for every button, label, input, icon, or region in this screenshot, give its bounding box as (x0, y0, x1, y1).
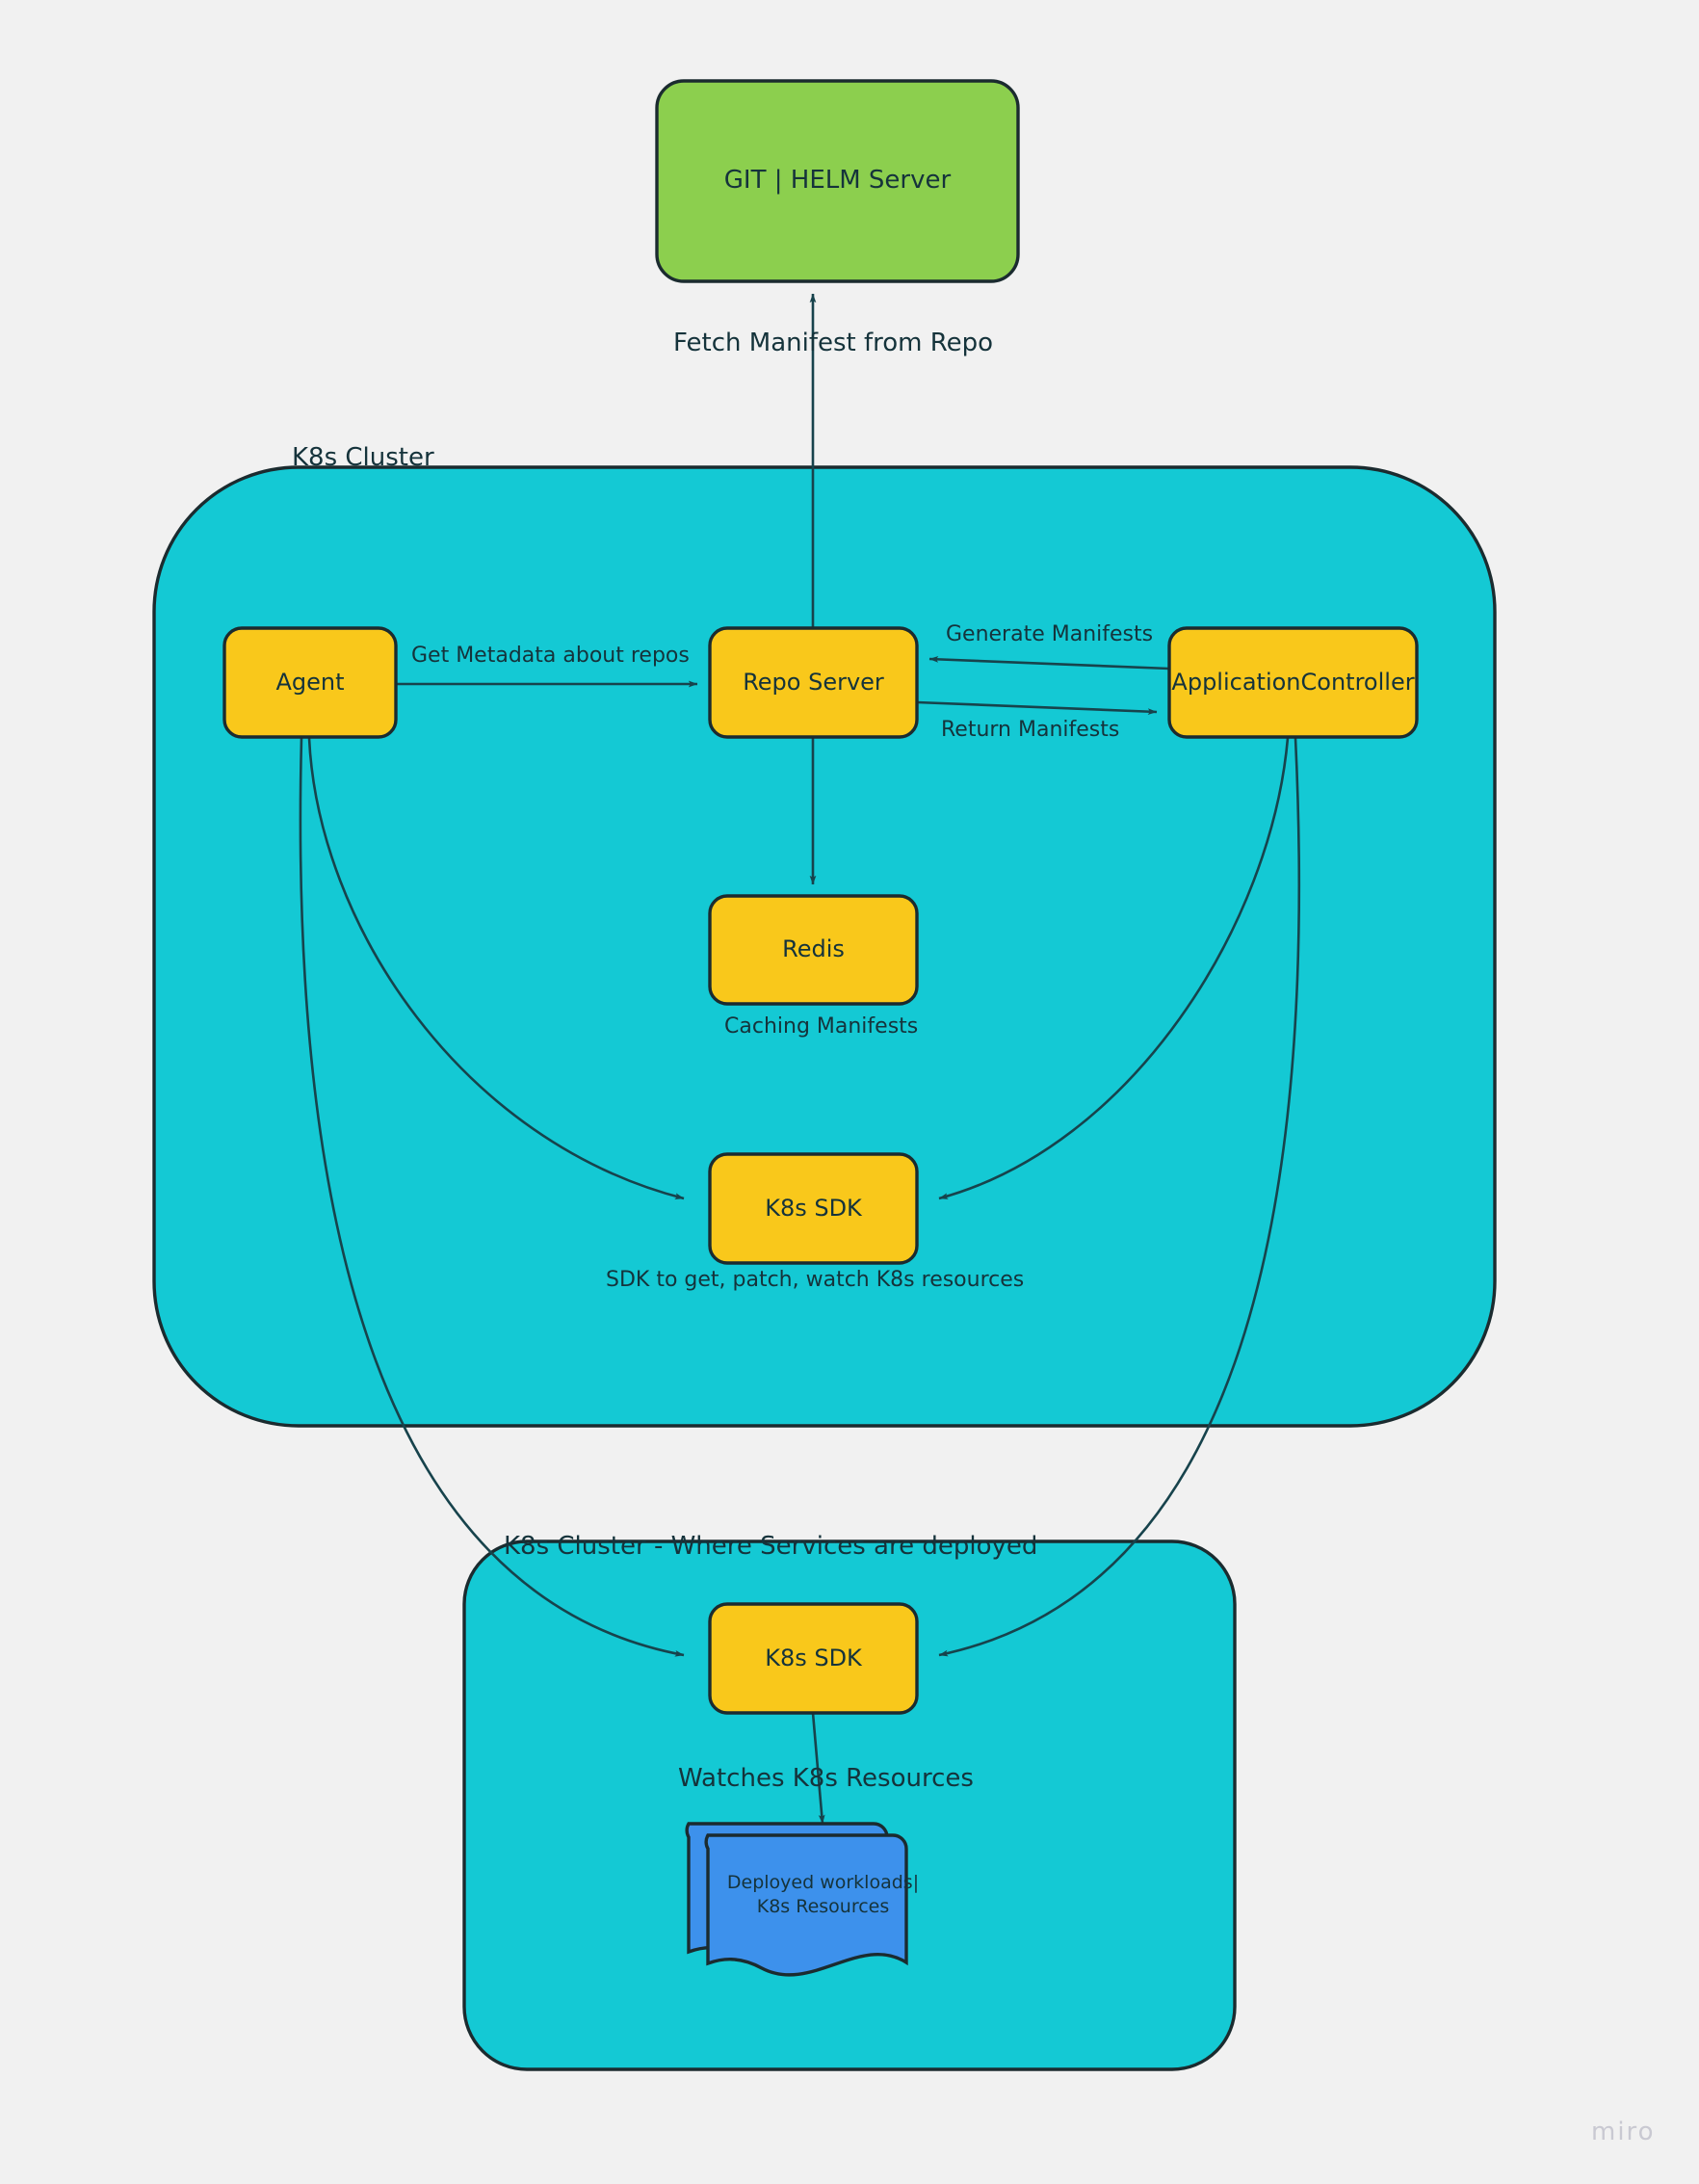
miro-watermark: miro (1591, 2118, 1656, 2146)
edge-agent-to-k8s-sdk-workloads (299, 737, 685, 1657)
cluster-title-k8s-workloads: K8s Cluster - Where Services are deploye… (504, 1532, 1038, 1561)
node-k8s-sdk-workloads[interactable] (708, 1602, 919, 1715)
edge-agent-to-k8s-sdk-control (307, 737, 685, 1200)
edge-application-controller-to-k8s-sdk-workloads (938, 737, 1301, 1657)
edge-label-caching-manifests: Caching Manifests (724, 1014, 919, 1039)
cluster-title-k8s-control: K8s Cluster (292, 443, 434, 472)
node-agent[interactable] (222, 626, 398, 739)
edge-label-return-manifests: Return Manifests (941, 718, 1120, 742)
node-application-controller[interactable] (1167, 626, 1419, 739)
edge-k8s-sdk-to-deployed-workloads (811, 1712, 825, 1825)
edge-label-generate-manifests: Generate Manifests (946, 622, 1154, 646)
node-redis[interactable] (708, 894, 919, 1006)
edge-repo-server-to-application-controller (916, 700, 1158, 716)
edges-layer (299, 293, 1301, 1825)
cluster-k8s-workloads-body (462, 1539, 1237, 2071)
edge-label-sdk-to-get-patch-watch: SDK to get, patch, watch K8s resources (606, 1268, 1025, 1292)
node-repo-server[interactable] (708, 626, 919, 739)
edge-label-fetch-manifest-from-repo: Fetch Manifest from Repo (673, 329, 994, 357)
cluster-k8s-workloads (462, 1539, 1237, 2071)
edge-label-watches-k8s-resources: Watches K8s Resources (678, 1764, 974, 1793)
deployed-workloads-front-sheet (704, 1833, 908, 1977)
edge-label-get-metadata-about-repos: Get Metadata about repos (411, 644, 690, 668)
node-k8s-sdk-control[interactable] (708, 1152, 919, 1265)
node-deployed-workloads[interactable] (685, 1822, 908, 1977)
edge-application-controller-to-repo-server (928, 655, 1170, 671)
node-git-helm-server[interactable] (655, 79, 1020, 283)
edge-application-controller-to-k8s-sdk-control (938, 737, 1290, 1200)
